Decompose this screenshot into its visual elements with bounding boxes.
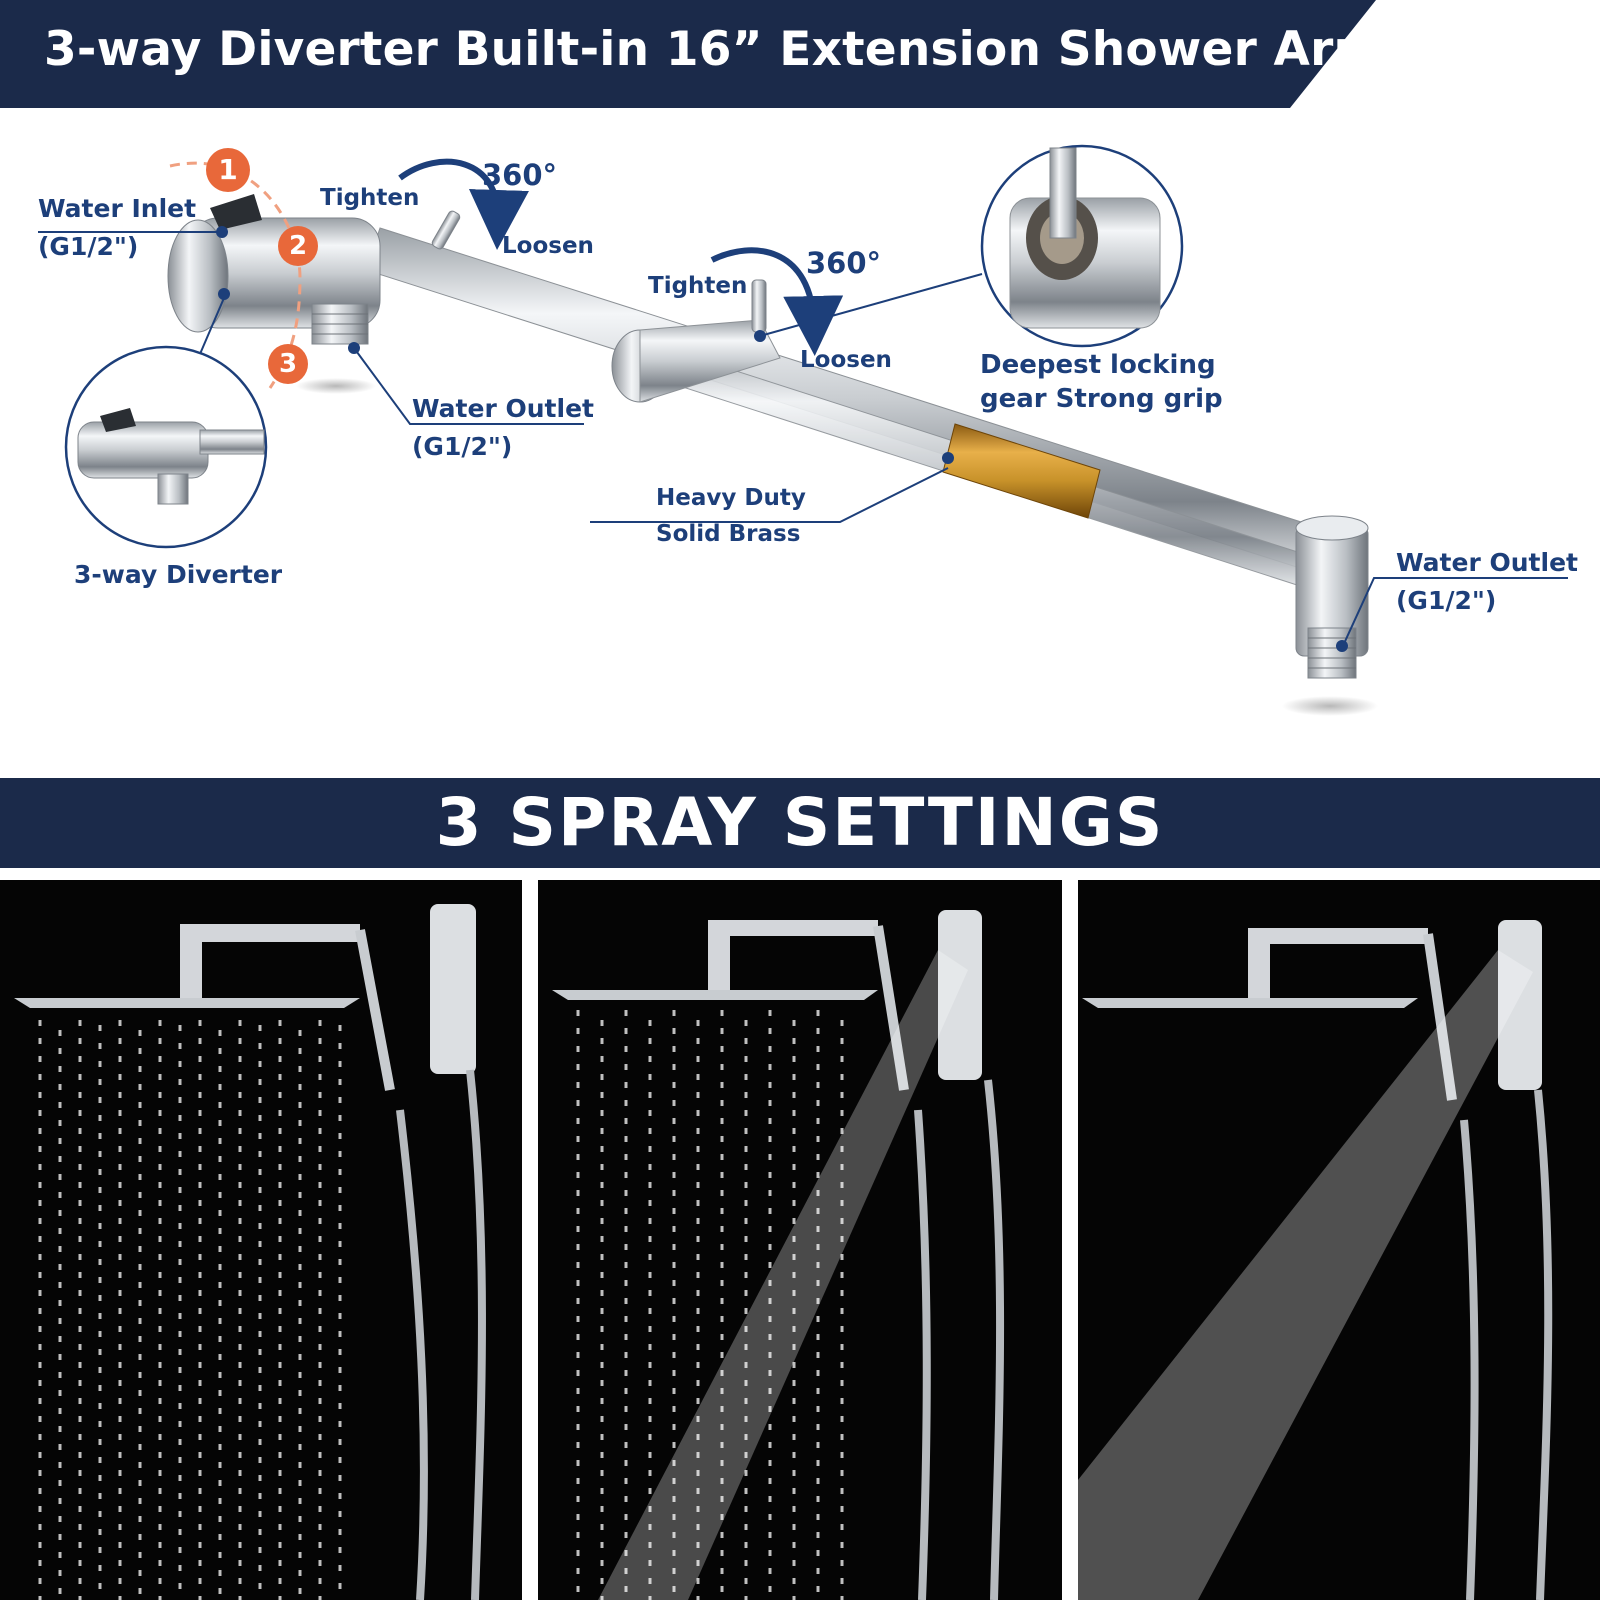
spray-photo-rain	[0, 880, 522, 1600]
diverter-label: 3-way Diverter	[74, 560, 283, 589]
top-banner-shape	[0, 0, 1376, 108]
rotation-degrees-2: 360°	[806, 246, 882, 280]
gear-label-line1: Deepest locking	[980, 350, 1216, 380]
step-badge-2: 2	[278, 226, 318, 266]
water-inlet-spec: (G1/2")	[38, 232, 139, 261]
diverter-body	[167, 194, 461, 394]
brass-label-line1: Heavy Duty	[656, 485, 806, 511]
top-banner: 3-way Diverter Built-in 16” Extension Sh…	[0, 0, 1600, 108]
step-badge-3: 3	[268, 344, 308, 384]
spray-settings-banner: 3 SPRAY SETTINGS	[0, 778, 1600, 868]
water-outlet-right-spec: (G1/2")	[1396, 586, 1497, 615]
gear-label-line2: gear Strong grip	[980, 384, 1223, 414]
spray-photo-handheld	[1078, 880, 1600, 1600]
water-inlet-label: Water Inlet	[38, 194, 197, 223]
tighten-label-1: Tighten	[320, 185, 420, 211]
water-outlet-left-spec: (G1/2")	[412, 432, 513, 461]
gear-closeup	[980, 144, 1184, 348]
diverter-closeup	[64, 345, 268, 549]
rotation-degrees-1: 360°	[482, 158, 558, 192]
middle-joint	[611, 279, 781, 403]
spray-photos	[0, 868, 1600, 1600]
right-elbow	[1282, 515, 1378, 716]
rain-shower-illustration	[14, 904, 486, 1600]
combined-shower-illustration	[552, 910, 1005, 1600]
loosen-label-1: Loosen	[502, 233, 594, 259]
shower-arm-illustration	[38, 144, 1568, 716]
rotation-arrow-2	[710, 247, 844, 356]
brass-label-line2: Solid Brass	[656, 521, 801, 547]
step-badge-1: 1	[206, 148, 250, 192]
spray-settings-title: 3 SPRAY SETTINGS	[435, 784, 1165, 861]
water-outlet-right-label: Water Outlet	[1396, 548, 1578, 577]
tighten-label-2: Tighten	[648, 273, 748, 299]
page-title: 3-way Diverter Built-in 16” Extension Sh…	[44, 22, 1383, 77]
water-outlet-left-label: Water Outlet	[412, 394, 594, 423]
handheld-shower-illustration	[1078, 920, 1553, 1600]
rotation-arrow-1	[398, 158, 529, 250]
loosen-label-2: Loosen	[800, 347, 892, 373]
shower-arm-diagram: 1 2 3 Water Inlet (G1/2") Tighten 360° L…	[0, 108, 1600, 778]
leader-dots	[216, 226, 1348, 652]
spray-photo-both	[538, 880, 1062, 1600]
